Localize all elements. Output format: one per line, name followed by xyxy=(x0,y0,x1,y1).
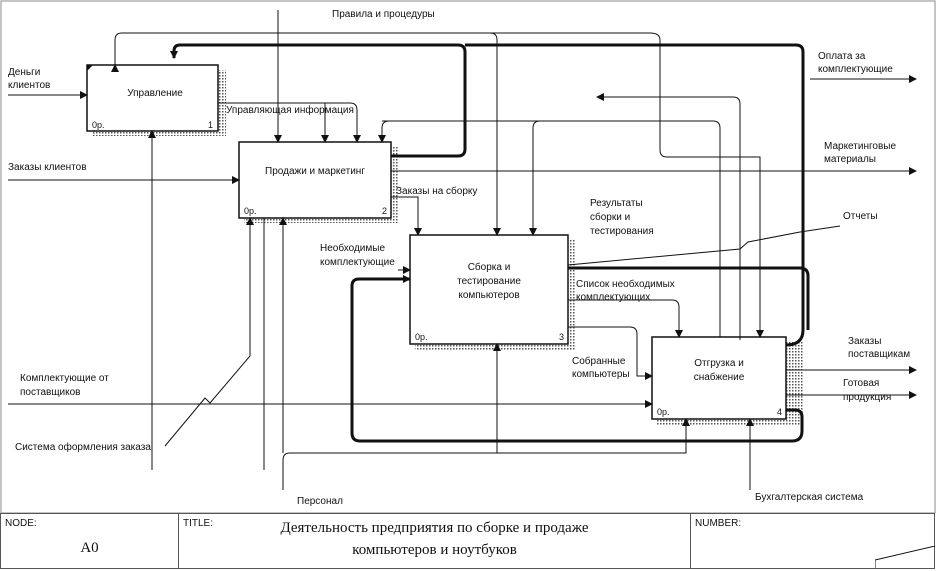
footer-number-label: NUMBER: xyxy=(695,518,742,529)
box-3-title-line-2: тестирование xyxy=(457,276,521,287)
label-results-line-3: тестирования xyxy=(590,226,654,237)
label-money-line-2: клиентов xyxy=(8,80,50,91)
label-reports: Отчеты xyxy=(843,211,878,222)
label-accounting: Бухгалтерская система xyxy=(755,492,864,503)
label-payment-line-1: Оплата за xyxy=(818,51,866,62)
box-3-title-line-1: Сборка и xyxy=(468,261,511,273)
box-3-number: 3 xyxy=(559,332,564,342)
box-4-cost: 0р. xyxy=(657,407,670,417)
footer-title-line-1: Деятельность предприятия по сборке и про… xyxy=(280,520,589,536)
box-3[interactable]: Сборка и тестирование компьютеров 0р. 3 xyxy=(409,234,569,345)
box-4-title-line-2: снабжение xyxy=(694,371,745,383)
arrow-feedback-box2-c xyxy=(378,120,390,143)
box-2[interactable]: Продажи и маркетинг 0р. 2 xyxy=(238,141,392,219)
arrow-mgmt-info xyxy=(218,102,361,143)
thick-loop-bottom xyxy=(350,275,804,443)
footer-corner-mark xyxy=(875,546,935,568)
box-3-cost: 0р. xyxy=(415,332,428,342)
arrow-assembled xyxy=(568,326,653,380)
box-4-number: 4 xyxy=(777,407,782,417)
label-mgmt-info: Управляющая информация xyxy=(226,104,354,116)
label-list-line-2: комплектующих xyxy=(576,292,650,303)
label-supplier-orders-line-2: поставщикам xyxy=(848,349,910,360)
label-payment-line-2: комплектующие xyxy=(818,64,893,75)
thick-loop-right xyxy=(568,266,810,330)
arrow-list xyxy=(568,299,683,338)
label-order-system: Система оформления заказа xyxy=(15,441,151,453)
box-4-title-line-1: Отгрузка и xyxy=(694,358,744,369)
box-2-cost: 0р. xyxy=(244,206,257,216)
thick-loop-box4-to-box1 xyxy=(465,43,805,347)
arrow-feedback-box2 xyxy=(529,120,721,337)
arrow-rules-to-box4 xyxy=(649,32,764,338)
arrow-reports xyxy=(567,225,841,266)
label-needed-line-1: Необходимые xyxy=(320,242,385,254)
label-rules: Правила и процедуры xyxy=(332,9,435,20)
label-components-line-1: Комплектующие от xyxy=(20,373,109,384)
label-assembly-orders: Заказы на сборку xyxy=(396,185,477,197)
label-components-line-2: поставщиков xyxy=(20,387,81,398)
box-1-cost: 0р. xyxy=(92,120,105,130)
diagram-footer: NODE: A0 TITLE: Деятельность предприятия… xyxy=(0,513,935,569)
label-supplier-orders-line-1: Заказы xyxy=(848,336,881,347)
label-ready-line-2: продукция xyxy=(843,392,891,403)
label-client-orders: Заказы клиентов xyxy=(8,162,87,173)
label-marketing-line-2: материалы xyxy=(824,154,876,165)
footer-node-label: NODE: xyxy=(5,518,37,529)
footer-title-value: Деятельность предприятия по сборке и про… xyxy=(179,517,690,561)
footer-title-line-2: компьютеров и ноутбуков xyxy=(352,542,517,558)
box-4[interactable]: Отгрузка и снабжение 0р. 4 xyxy=(651,336,787,420)
box-1-number: 1 xyxy=(208,120,213,130)
arrow-order-system xyxy=(164,217,254,447)
arrow-feedback-box1 xyxy=(596,93,741,340)
arrow-rules-bus xyxy=(111,32,650,72)
label-ready-line-1: Готовая xyxy=(843,378,879,389)
arrow-assembly-orders xyxy=(391,196,422,236)
arrow-rules-to-box3 xyxy=(489,32,501,236)
label-results-line-1: Результаты xyxy=(590,198,643,209)
label-list-line-1: Список необходимых xyxy=(576,278,675,290)
box-2-number: 2 xyxy=(382,206,387,216)
label-money-line-1: Деньги xyxy=(8,67,40,78)
box-3-title-line-3: компьютеров xyxy=(458,290,519,301)
label-personnel: Персонал xyxy=(297,496,343,507)
footer-title-cell: TITLE: Деятельность предприятия по сборк… xyxy=(179,514,691,568)
box-2-title: Продажи и маркетинг xyxy=(265,166,365,177)
label-needed-line-2: комплектующие xyxy=(320,257,395,268)
box-1[interactable]: Управление 0р. 1 xyxy=(86,64,219,132)
label-marketing-line-1: Маркетинговые xyxy=(824,141,896,152)
footer-node-value: A0 xyxy=(80,540,99,556)
footer-title-label: TITLE: xyxy=(183,518,214,529)
box-1-title: Управление xyxy=(127,88,183,99)
label-assembled-line-2: компьютеры xyxy=(572,369,630,380)
thick-loop-top xyxy=(170,43,467,158)
footer-node-cell: NODE: A0 xyxy=(1,514,179,568)
arrow-personnel xyxy=(282,418,690,490)
label-assembled-line-1: Собранные xyxy=(572,355,626,367)
footer-number-cell: NUMBER: xyxy=(691,514,935,568)
label-results-line-2: сборки и xyxy=(590,211,630,223)
